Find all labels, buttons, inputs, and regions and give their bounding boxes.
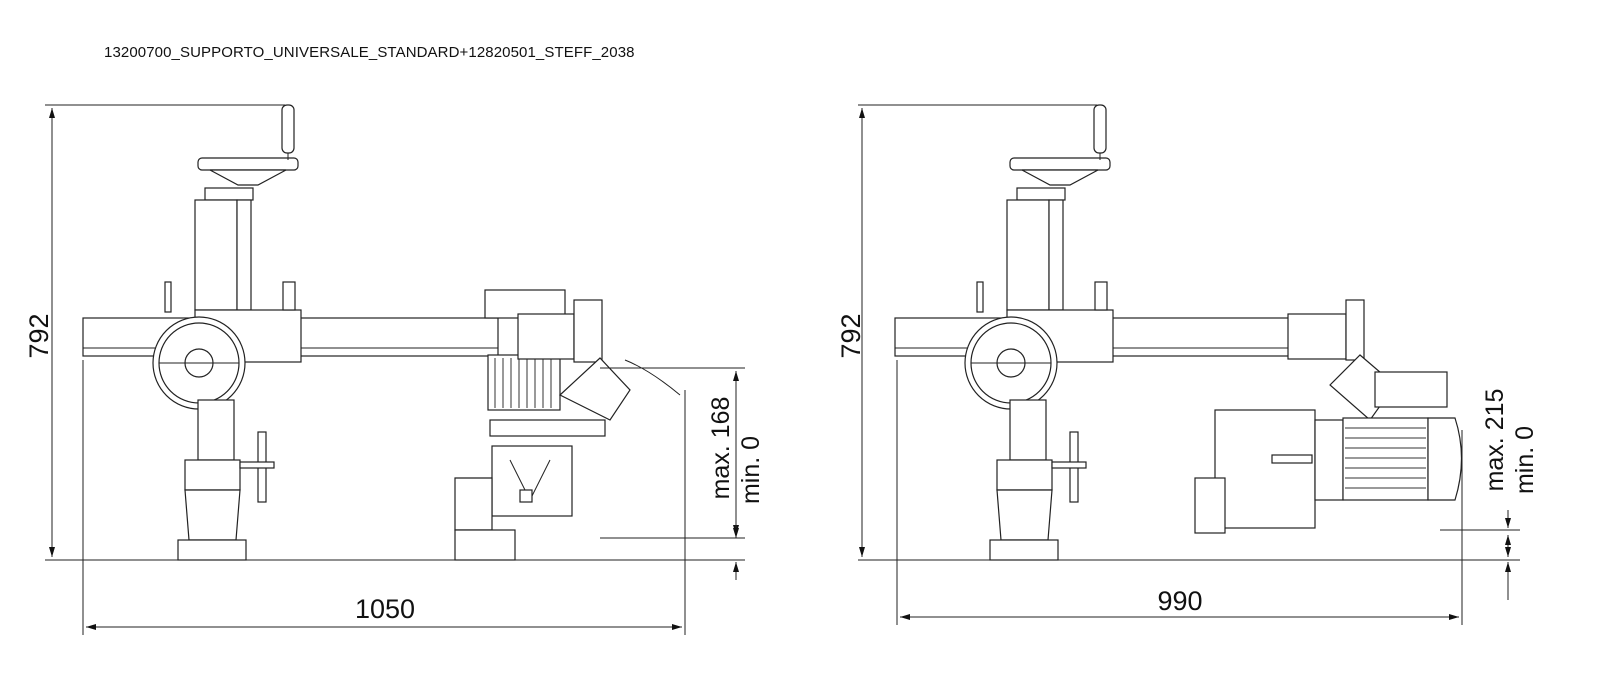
width-label: 1050	[355, 594, 415, 624]
min-label: min. 0	[737, 436, 765, 504]
max-label: max. 168	[707, 397, 735, 500]
min-label: min. 0	[1511, 426, 1539, 494]
max-label: max. 215	[1481, 389, 1509, 492]
side-view: 792 990 max. 215 min. 0	[836, 104, 1539, 625]
width-label: 990	[1157, 586, 1202, 616]
front-view: 792 1050 max. 168 min. 0	[24, 104, 765, 635]
height-label: 792	[24, 313, 54, 358]
drawing-title: 13200700_SUPPORTO_UNIVERSALE_STANDARD+12…	[104, 44, 635, 61]
height-label: 792	[836, 313, 866, 358]
